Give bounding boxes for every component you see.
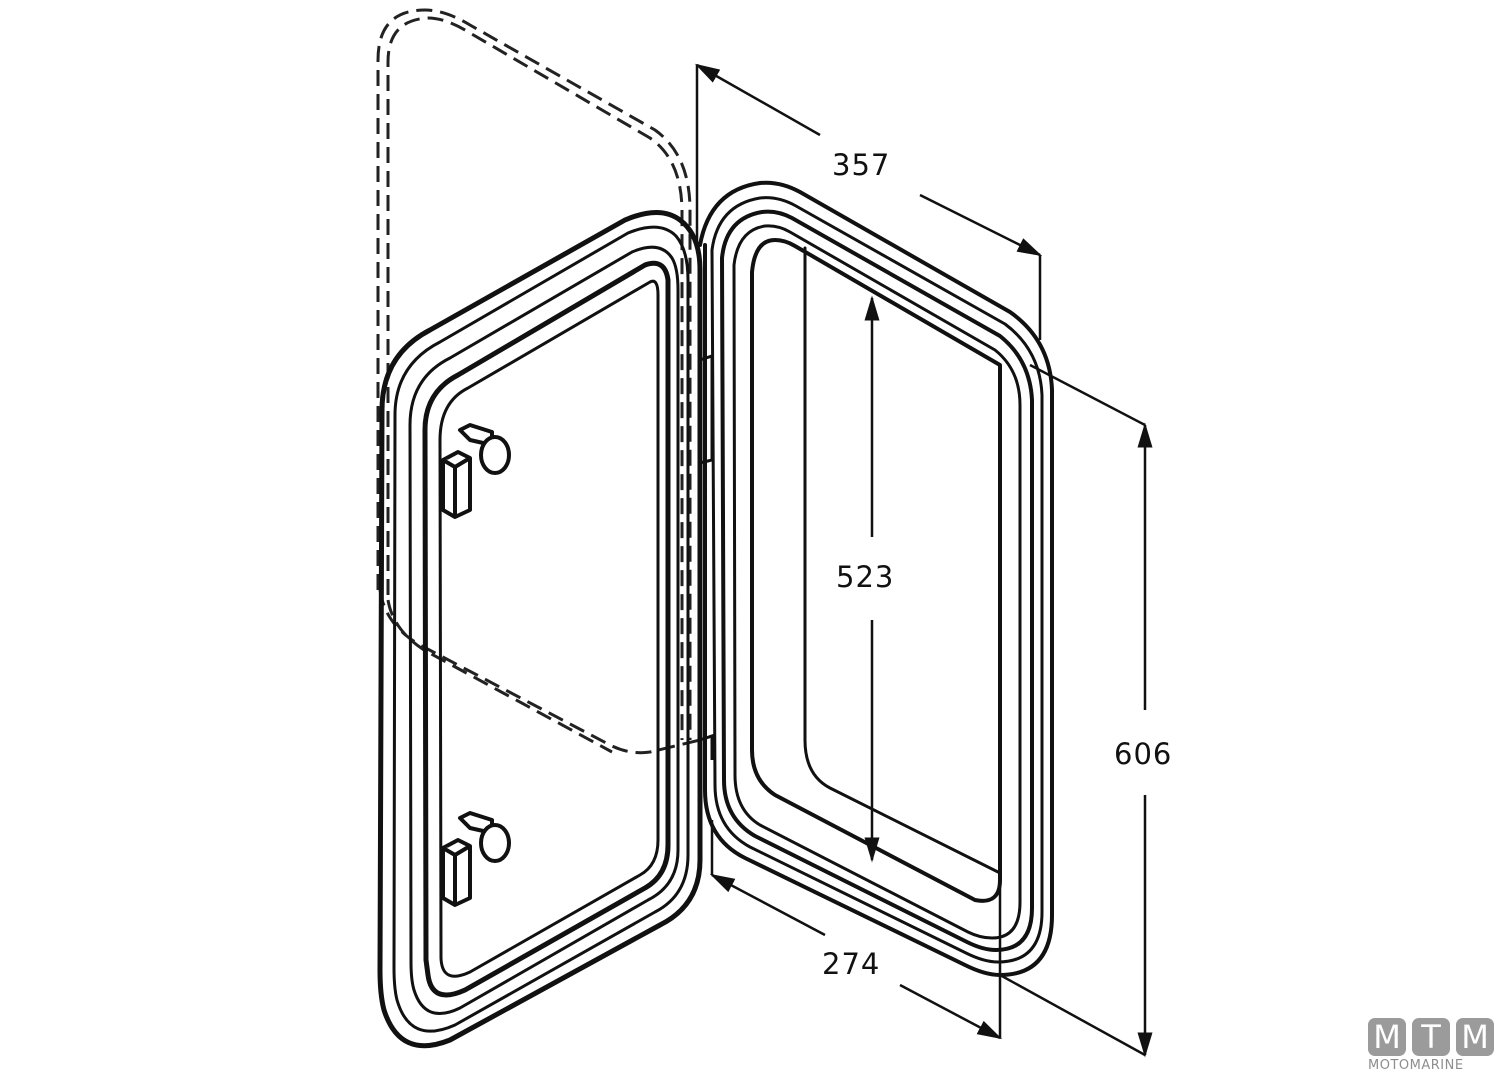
logo-text: MOTOMARINE <box>1368 1058 1464 1073</box>
dimension-label-606: 606 <box>1110 737 1177 771</box>
logo-letter-m1: M <box>1368 1018 1406 1056</box>
dimension-274 <box>709 820 1003 1040</box>
dimension-label-523: 523 <box>832 560 899 594</box>
dimension-label-274: 274 <box>818 947 885 981</box>
dimension-606 <box>999 363 1153 1058</box>
logo-letter-m2: M <box>1456 1018 1494 1056</box>
lid-open <box>377 210 703 1049</box>
latch-bottom <box>441 811 511 907</box>
logo-letter-t: T <box>1412 1018 1450 1056</box>
dimension-357 <box>694 63 1043 340</box>
dimension-label-357: 357 <box>828 148 895 182</box>
lid-closed-ghost-outline <box>376 8 701 755</box>
latch-top <box>441 423 511 519</box>
motomarine-logo: M T M MOTOMARINE <box>1368 1018 1496 1073</box>
